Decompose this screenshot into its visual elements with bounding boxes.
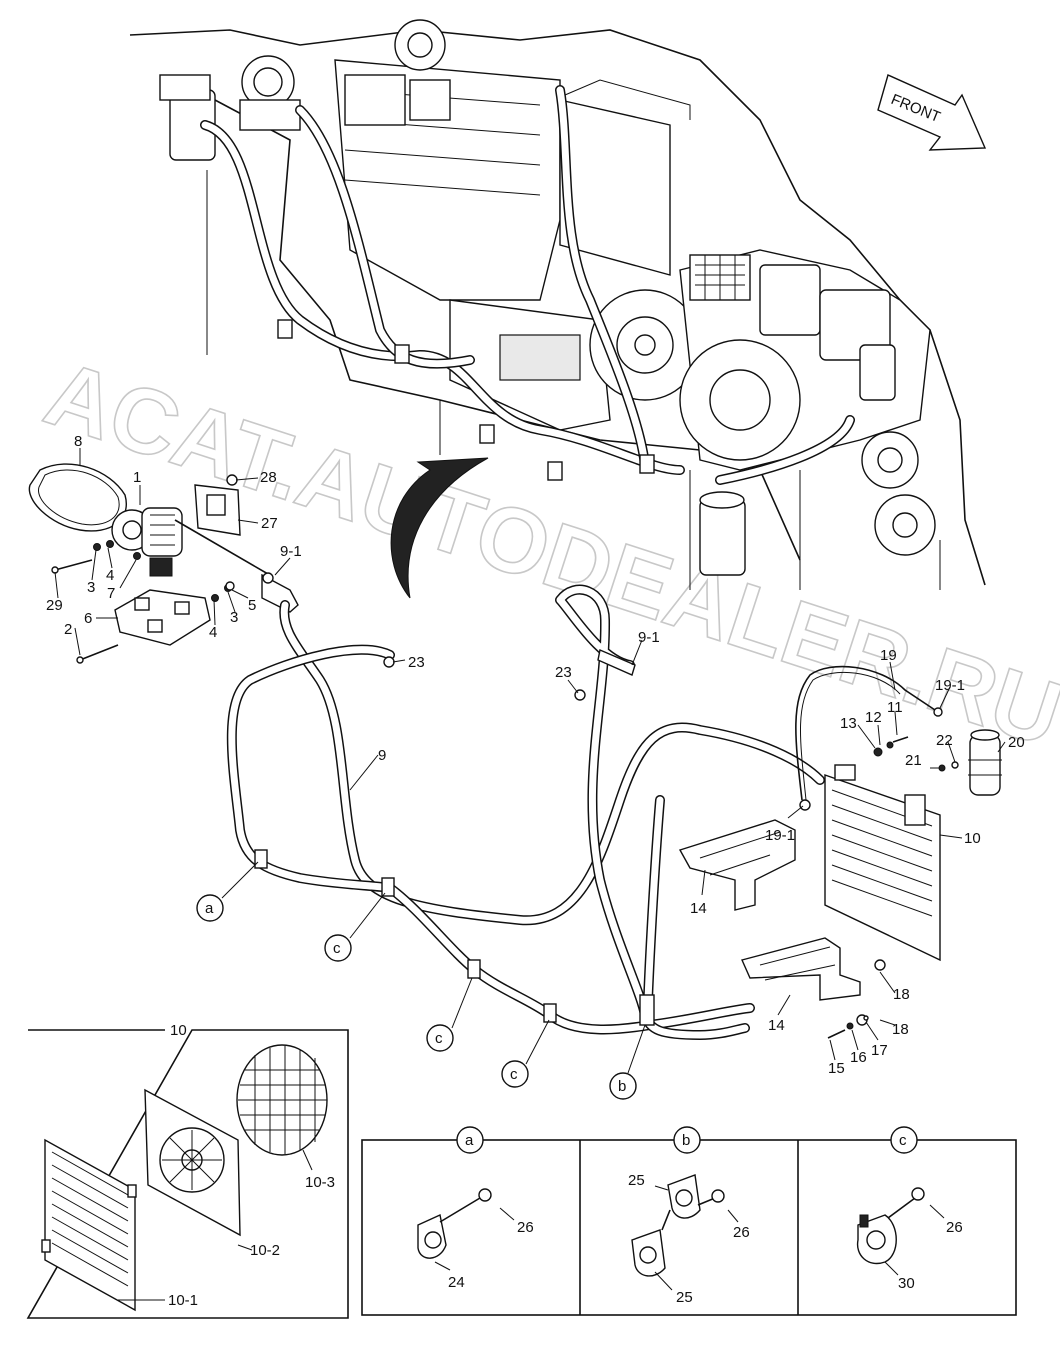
callout-2: 2	[64, 621, 72, 638]
circled-references: a c c c b	[196, 861, 646, 1100]
callout-9-1-top: 9-1	[280, 543, 302, 560]
callout-4-left: 4	[106, 567, 114, 584]
ref-c-main-3: c	[510, 1066, 518, 1083]
callout-9-1-mid: 9-1	[638, 629, 660, 646]
condenser-assembly	[678, 764, 941, 1039]
ref-c-main-2: c	[435, 1030, 443, 1047]
callout-29: 29	[46, 597, 63, 614]
callout-12: 12	[865, 709, 882, 726]
callout-28: 28	[260, 469, 277, 486]
receiver-dryer	[873, 707, 1002, 796]
callout-21: 21	[905, 752, 922, 769]
callout-20: 20	[1008, 734, 1025, 751]
callout-10-right: 10	[964, 830, 981, 847]
detail-b-tag: b	[682, 1132, 690, 1149]
callout-14-lower: 14	[768, 1017, 785, 1034]
assembly-direction-arrow	[390, 457, 489, 599]
detail-c-label-30: 30	[898, 1275, 915, 1292]
callout-17: 17	[871, 1042, 888, 1059]
ref-a-main: a	[205, 900, 214, 917]
callout-11: 11	[887, 699, 903, 716]
callout-27: 27	[261, 515, 278, 532]
callout-10-2: 10-2	[250, 1242, 280, 1259]
callout-18-lower: 18	[892, 1021, 909, 1038]
callout-23-mid: 23	[555, 664, 572, 681]
refrigerant-hoses	[226, 584, 936, 1040]
callout-7: 7	[107, 585, 115, 602]
detail-panel-a: a 26 24	[417, 1126, 534, 1291]
callout-22: 22	[936, 732, 953, 749]
detail-a-label-24: 24	[448, 1274, 465, 1291]
callout-19-1-top: 19-1	[935, 677, 965, 694]
ref-c-main-1: c	[333, 940, 341, 957]
callout-10-3: 10-3	[305, 1174, 335, 1191]
clamp-detail-panels: a 26 24 b 25 26 25	[361, 1126, 1017, 1316]
detail-panel-c: c 26 30	[856, 1126, 963, 1292]
callout-10-1: 10-1	[168, 1292, 198, 1309]
engine-assembly	[129, 19, 986, 590]
callout-23-left: 23	[408, 654, 425, 671]
callout-19: 19	[880, 647, 897, 664]
front-arrow: FRONT	[877, 74, 987, 151]
callout-labels: 8 1 28 27 9-1 4 3 7 29 5 4 3 6 2 23 9-1 …	[46, 433, 1025, 1077]
ref-b-main: b	[618, 1078, 626, 1095]
condenser-exploded-inset: 10 10-1 10-2 10-3	[26, 1022, 349, 1319]
callout-9: 9	[378, 747, 386, 764]
callout-leaders	[54, 448, 1006, 1061]
detail-c-tag: c	[899, 1132, 907, 1149]
callout-14-upper: 14	[690, 900, 707, 917]
callout-1: 1	[133, 469, 141, 486]
detail-a-tag: a	[465, 1132, 474, 1149]
callout-15: 15	[828, 1060, 845, 1077]
inset-title-10: 10	[170, 1022, 187, 1039]
compressor-group	[28, 463, 299, 664]
callout-16: 16	[850, 1049, 867, 1066]
detail-a-label-26: 26	[517, 1219, 534, 1236]
callout-18-upper: 18	[893, 986, 910, 1003]
fan-grille-mesh	[238, 1046, 327, 1154]
callout-6: 6	[84, 610, 92, 627]
callout-3-right: 3	[230, 609, 238, 626]
callout-5: 5	[248, 597, 256, 614]
callout-19-1-mid: 19-1	[765, 827, 795, 844]
callout-3-left: 3	[87, 579, 95, 596]
callout-13: 13	[840, 715, 857, 732]
detail-b-label-25-bottom: 25	[676, 1289, 693, 1306]
detail-b-label-25-top: 25	[628, 1172, 645, 1189]
detail-b-label-26: 26	[733, 1224, 750, 1241]
detail-c-label-26: 26	[946, 1219, 963, 1236]
callout-4-right: 4	[209, 624, 217, 641]
callout-8: 8	[74, 433, 82, 450]
detail-panel-b: b 25 26 25	[628, 1126, 750, 1306]
